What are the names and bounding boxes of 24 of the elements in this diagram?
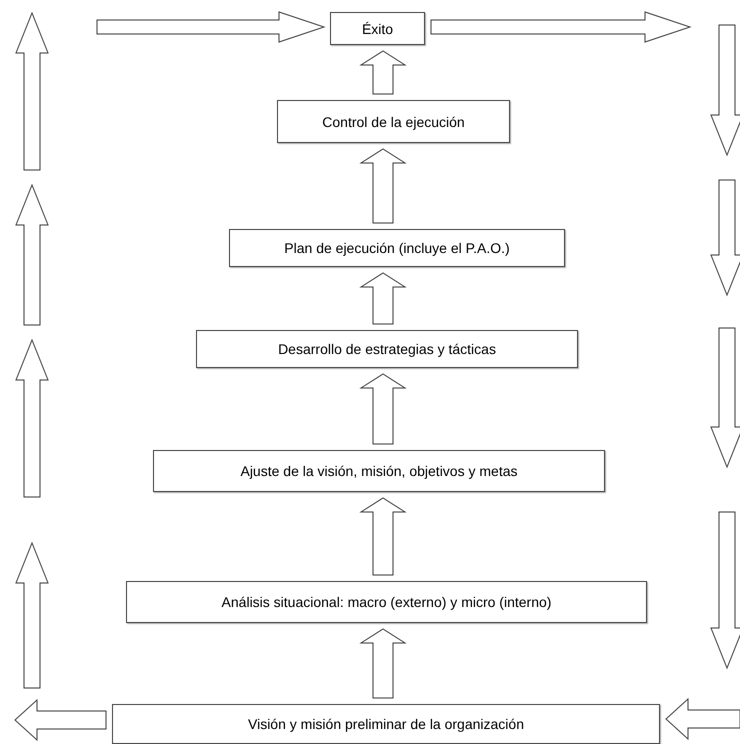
block-arrow <box>665 698 740 740</box>
box-label: Análisis situacional: macro (externo) y micro (interno) <box>222 594 552 610</box>
block-arrow <box>359 628 407 698</box>
block-arrow <box>359 373 407 444</box>
block-arrow <box>359 272 407 324</box>
box-label: Visión y misión preliminar de la organización <box>248 716 524 732</box>
box-label: Plan de ejecución (incluye el P.A.O.) <box>284 240 510 256</box>
block-arrow <box>359 148 407 224</box>
box-label: Éxito <box>362 20 394 36</box>
process-box <box>277 100 510 143</box>
block-arrow <box>359 50 407 94</box>
process-box <box>229 229 565 267</box>
box-label: Ajuste de la visión, misión, objetivos y metas <box>240 463 518 479</box>
block-arrow <box>96 11 326 43</box>
process-box <box>330 12 425 45</box>
box-label: Control de la ejecución <box>322 114 465 130</box>
process-box <box>196 330 578 368</box>
block-arrow <box>430 11 692 43</box>
box-label: Desarrollo de estrategias y tácticas <box>278 341 496 357</box>
process-box <box>126 581 647 623</box>
block-arrow <box>359 497 407 576</box>
process-box <box>153 450 605 492</box>
block-arrow <box>14 698 106 742</box>
process-box <box>112 704 660 744</box>
